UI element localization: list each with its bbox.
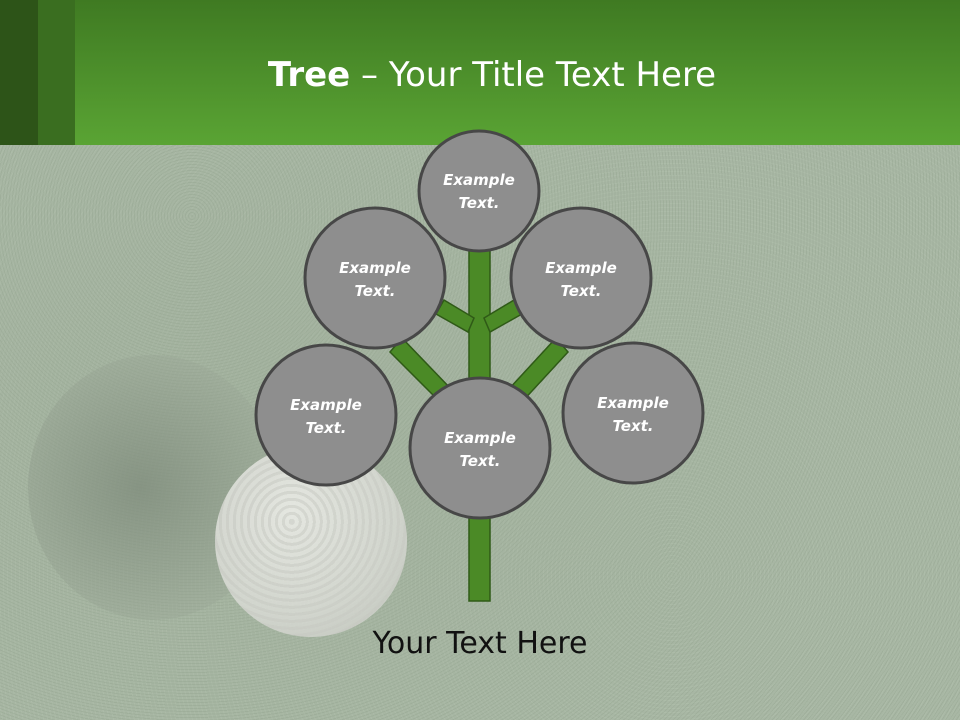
- tree-node: Example Text.: [303, 206, 447, 350]
- node-label: Example: [444, 429, 516, 447]
- node-label: Text.: [459, 452, 500, 470]
- node-label: Text.: [612, 417, 653, 435]
- title-rest: – Your Title Text Here: [350, 55, 717, 95]
- node-label: Example: [545, 259, 617, 277]
- node-label: Example: [597, 394, 669, 412]
- node-label: Text.: [305, 419, 346, 437]
- tree-node: Example Text.: [417, 129, 541, 253]
- node-label: Example: [290, 396, 362, 414]
- header-accent-strip: [0, 0, 38, 145]
- title-bar: [0, 0, 960, 145]
- title-bold: Tree: [267, 55, 351, 95]
- tree-node: Example Text.: [408, 376, 552, 520]
- node-label: Text.: [354, 282, 395, 300]
- tree-node: Example Text.: [561, 341, 705, 485]
- node-label: Example: [339, 259, 411, 277]
- tree-node: Example Text.: [254, 343, 398, 487]
- node-label: Example: [443, 171, 515, 189]
- footer-text: Your Text Here: [372, 626, 588, 661]
- slide-title: Tree – Your Title Text Here: [0, 52, 960, 98]
- node-label: Text.: [458, 194, 499, 212]
- header-accent-strip: [38, 0, 75, 145]
- node-label: Text.: [560, 282, 601, 300]
- tree-node: Example Text.: [509, 206, 653, 350]
